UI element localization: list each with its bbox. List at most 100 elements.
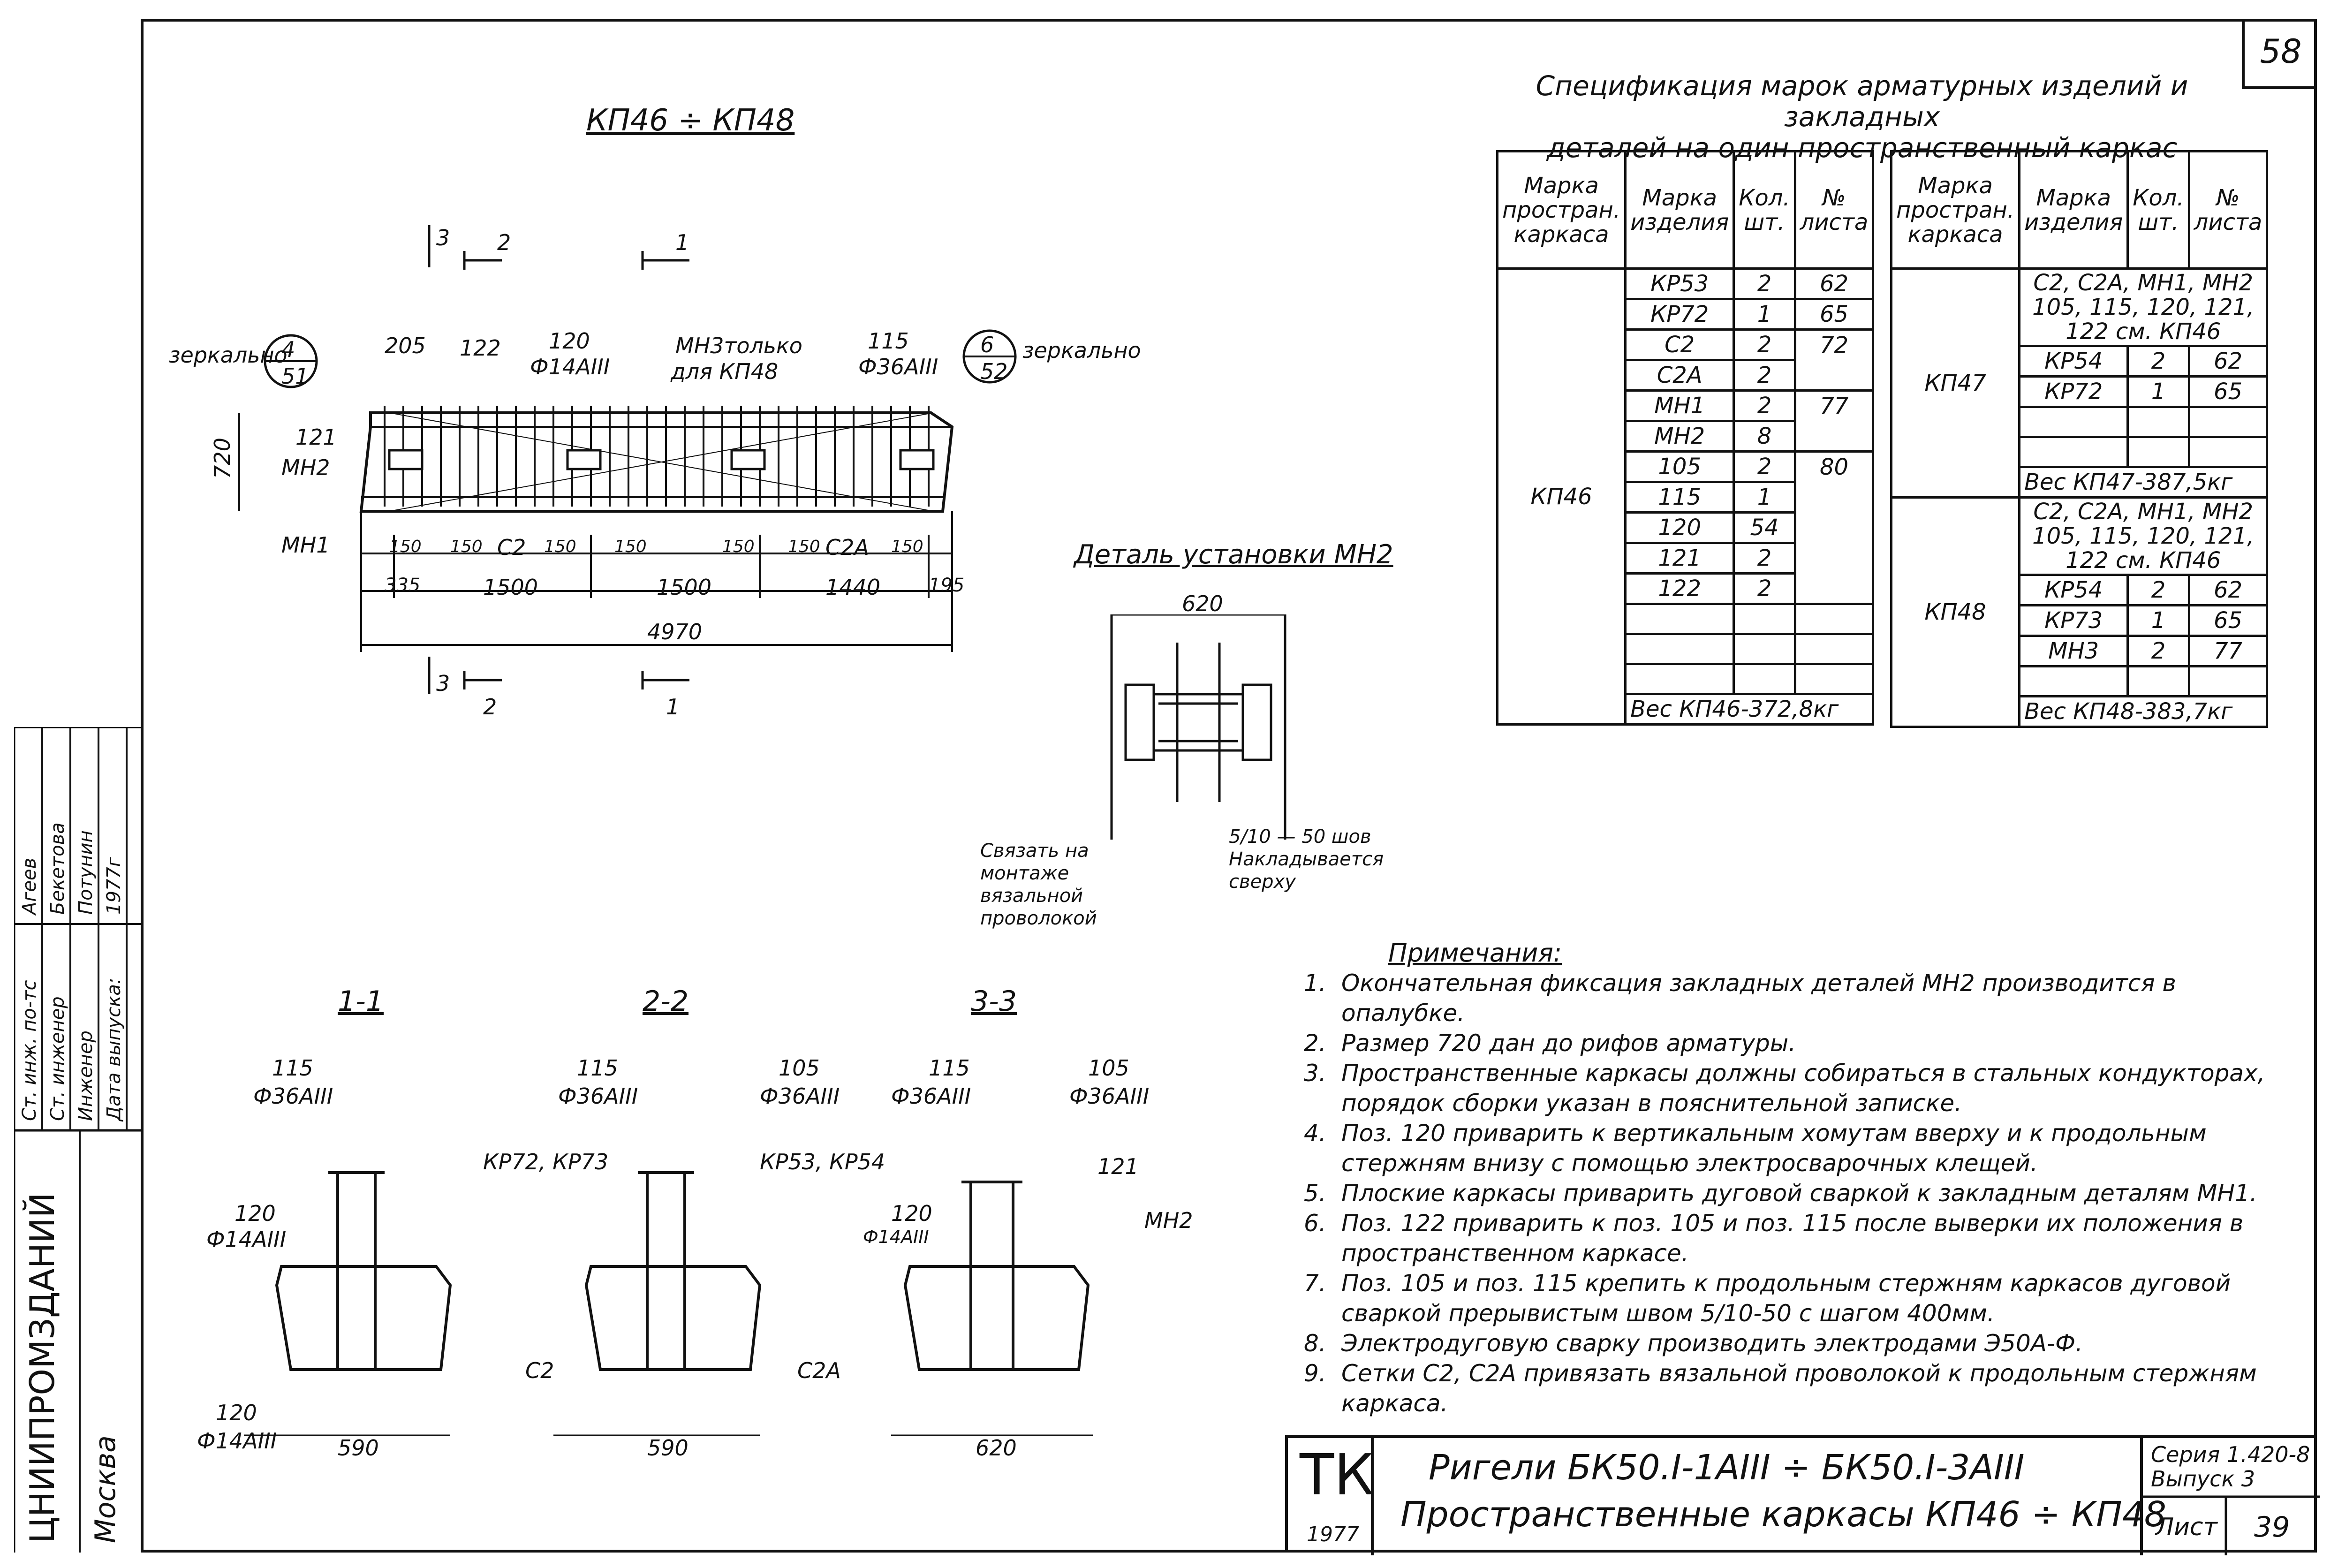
- label-mn3-sub: для КП48: [671, 359, 779, 384]
- spec2b-frame-cell: КП48: [1890, 496, 2021, 728]
- stamp-name-4: 1977г: [103, 857, 125, 915]
- spec1-qty: 2: [1733, 389, 1796, 422]
- spec1-sheet: 80: [1793, 450, 1875, 482]
- node-left-top: 4: [281, 337, 295, 362]
- spec1-item: 105: [1624, 450, 1735, 483]
- note-item: 5.Плоские каркасы приварить дуговой свар…: [1304, 1180, 2257, 1207]
- spec2a-reference: С2, С2А, МН1, МН2 105, 115, 120, 121, 12…: [2018, 267, 2269, 347]
- cut-2-bottom: 2: [483, 694, 497, 720]
- s2-label-115: 115: [577, 1055, 618, 1081]
- spec2b-qty: 1: [2126, 604, 2190, 637]
- spec2b-weight: Вес КП48-383,7кг: [2018, 695, 2269, 728]
- spec1-sheet: 72: [1793, 328, 1875, 360]
- detail-note-left: Связать на монтаже вязальной проволокой: [980, 840, 1097, 929]
- spec1-item: 120: [1624, 511, 1735, 544]
- spec1-sheet: [1793, 512, 1875, 543]
- section-2-title: 2-2: [643, 985, 689, 1018]
- label-mn1: МН1: [281, 532, 330, 558]
- spec1-item: 115: [1624, 481, 1735, 514]
- left-stamp: Ст. инж. по-тс Ст. инженер Инженер Дата …: [14, 727, 141, 1553]
- drawing-title: КП46 ÷ КП48: [586, 103, 795, 138]
- note-item: 8.Электродуговую сварку производить элек…: [1304, 1330, 2083, 1357]
- stamp-role-4: Дата выпуска:: [103, 977, 125, 1121]
- label-c2: С2: [497, 535, 526, 560]
- dim-205: 205: [385, 333, 426, 358]
- spec2a-item: КР72: [2018, 375, 2129, 408]
- s1-label-120: 120: [235, 1201, 276, 1226]
- title-year: 1977: [1307, 1523, 1359, 1546]
- spec1-qty: 1: [1733, 481, 1796, 514]
- dim-1440: 1440: [825, 575, 881, 600]
- s2-label-105: 105: [779, 1055, 820, 1081]
- spec1-qty: 2: [1733, 359, 1796, 392]
- spec1-header-qty: Кол.шт.: [1733, 150, 1796, 270]
- spec1-item: МН1: [1624, 389, 1735, 422]
- s3-label-d14: Ф14АIII: [863, 1227, 929, 1247]
- s1-label-d14b: Ф14АIII: [197, 1428, 277, 1454]
- spec-title: Спецификация марок арматурных изделий и …: [1536, 70, 2188, 164]
- note-item: 7.Поз. 105 и поз. 115 крепить к продольн…: [1304, 1270, 2231, 1327]
- spec1-qty: 2: [1733, 572, 1796, 605]
- spec1-sheet: [1793, 543, 1875, 574]
- spec1-qty: 2: [1733, 450, 1796, 483]
- note-item: 1.Окончательная фиксация закладных детал…: [1304, 970, 2176, 1027]
- stamp-role-1: Ст. инж. по-тс: [19, 980, 40, 1121]
- stamp-name-3: Потунин: [75, 830, 97, 915]
- node-right-bottom: 52: [980, 359, 1008, 384]
- note-item: 3.Пространственные каркасы должны собира…: [1304, 1060, 2265, 1117]
- title-sheet-label: Лист: [2156, 1513, 2217, 1541]
- note-item: 6.Поз. 122 приварить к поз. 105 и поз. 1…: [1304, 1210, 2244, 1267]
- spec1-qty: 2: [1733, 542, 1796, 575]
- s1-label-120b: 120: [216, 1400, 257, 1425]
- spec2a-qty: 1: [2126, 375, 2190, 408]
- s2-label-d36b: Ф36АIII: [760, 1083, 840, 1109]
- drawing-frame: [141, 19, 2317, 1553]
- s3-label-d36b: Ф36АIII: [1069, 1083, 1150, 1109]
- spec1-weight: Вес КП46-372,8кг: [1624, 693, 1875, 726]
- spec2-header-qty: Кол.шт.: [2126, 150, 2190, 270]
- s2-label-c2: С2: [525, 1358, 554, 1383]
- spec1-item: КР53: [1624, 267, 1735, 300]
- dim-150-4: 150: [614, 537, 647, 556]
- cut-3-top: 3: [436, 225, 450, 250]
- s3-label-105: 105: [1088, 1055, 1129, 1081]
- spec1-sheet: [1793, 360, 1875, 392]
- mirror-left-label: зеркально: [169, 342, 288, 368]
- title-series: Серия 1.420-8: [2151, 1442, 2310, 1467]
- label-121: 121: [295, 424, 337, 450]
- dim-4970: 4970: [647, 619, 703, 644]
- dim-150-5: 150: [722, 537, 755, 556]
- spec1-qty: 2: [1733, 267, 1796, 300]
- spec1-sheet: 62: [1793, 267, 1875, 300]
- s2-label-c2a: С2А: [797, 1358, 841, 1383]
- detail-dim-620: 620: [1182, 591, 1223, 616]
- dim-150-2: 150: [450, 537, 483, 556]
- spec2a-sheet: 65: [2187, 375, 2269, 408]
- notes-title: Примечания:: [1388, 938, 1562, 968]
- spec2b-reference: С2, С2А, МН1, МН2 105, 115, 120, 121, 12…: [2018, 496, 2269, 576]
- title-block: ТК 1977 Ригели БК50.I-1АIII ÷ БК50.I-3АI…: [1285, 1435, 2320, 1555]
- section-1-title: 1-1: [338, 985, 384, 1018]
- s3-label-120: 120: [891, 1201, 932, 1226]
- stamp-name-2: Бекетова: [47, 822, 68, 915]
- cut-1-bottom: 1: [666, 694, 680, 720]
- spec1-qty: 8: [1733, 420, 1796, 453]
- s2-label-d36a: Ф36АIII: [558, 1083, 638, 1109]
- s3-label-115: 115: [929, 1055, 970, 1081]
- spec2a-weight: Вес КП47-387,5кг: [2018, 466, 2269, 499]
- dim-1500b: 1500: [657, 575, 712, 600]
